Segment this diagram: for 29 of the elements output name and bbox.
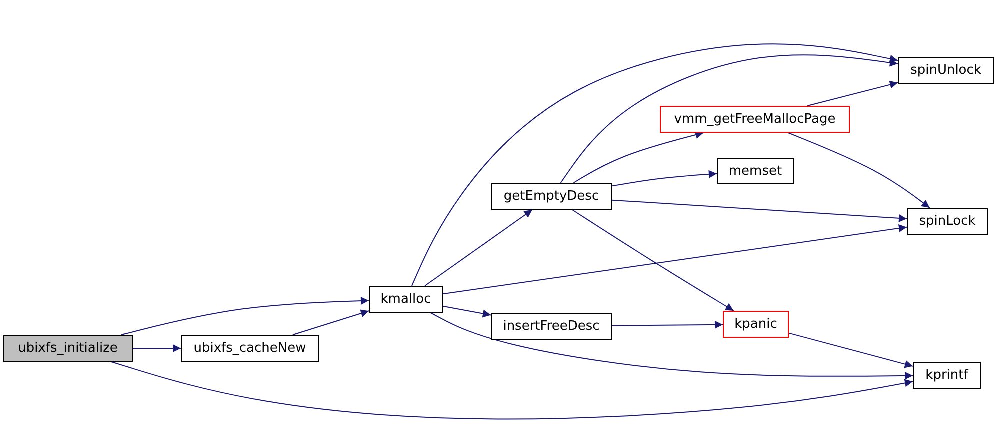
arrow bbox=[411, 44, 898, 286]
function-box: kprintf bbox=[913, 362, 981, 389]
arrow bbox=[788, 332, 914, 368]
arrow bbox=[573, 131, 704, 184]
function-box: memset bbox=[717, 158, 794, 184]
function-box: ubixfs_initialize bbox=[3, 335, 133, 362]
arrow bbox=[442, 306, 492, 318]
arrow bbox=[560, 54, 898, 184]
arrow bbox=[120, 297, 370, 336]
function-box: getEmptyDesc bbox=[491, 183, 612, 210]
arrow bbox=[612, 170, 718, 187]
function-box: spinUnlock bbox=[898, 57, 994, 84]
function-box: insertFreeDesc bbox=[491, 313, 612, 340]
arrow bbox=[788, 132, 930, 208]
arrow bbox=[807, 80, 898, 106]
function-box: kmalloc bbox=[369, 286, 443, 313]
function-box: vmm_getFreeMallocPage bbox=[660, 106, 850, 133]
arrow bbox=[292, 310, 370, 336]
arrow bbox=[110, 362, 914, 420]
function-box: spinLock bbox=[907, 208, 988, 235]
function-box: kpanic bbox=[723, 311, 789, 338]
function-box: ubixfs_cacheNew bbox=[181, 335, 319, 362]
arrow bbox=[612, 320, 724, 329]
arrow bbox=[132, 344, 182, 352]
arrow bbox=[442, 224, 908, 295]
arrow bbox=[572, 210, 734, 312]
arrow bbox=[424, 210, 533, 286]
arrow bbox=[612, 200, 908, 222]
arrow bbox=[430, 312, 914, 380]
